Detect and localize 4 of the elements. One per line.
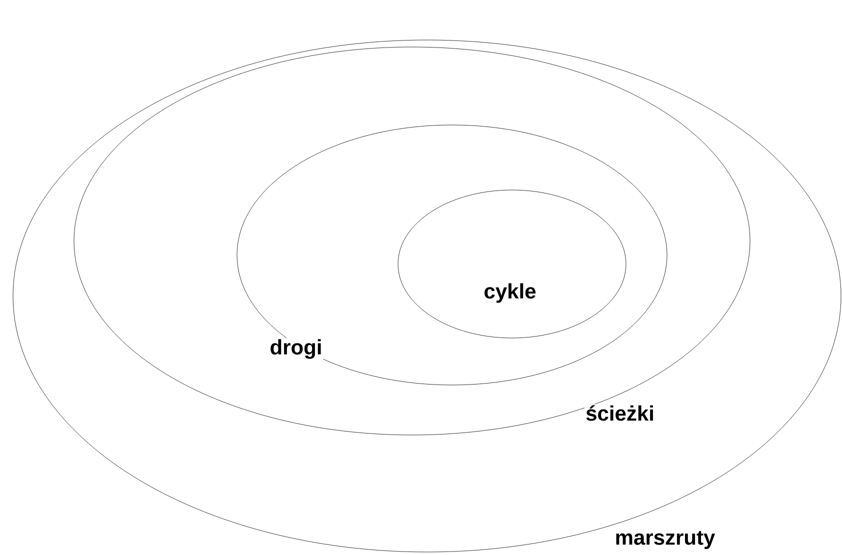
set-label: cykle — [482, 282, 538, 304]
set-label: drogi — [268, 338, 324, 360]
set-label: marszruty — [614, 530, 716, 550]
set-label: ścieżki — [584, 404, 656, 422]
